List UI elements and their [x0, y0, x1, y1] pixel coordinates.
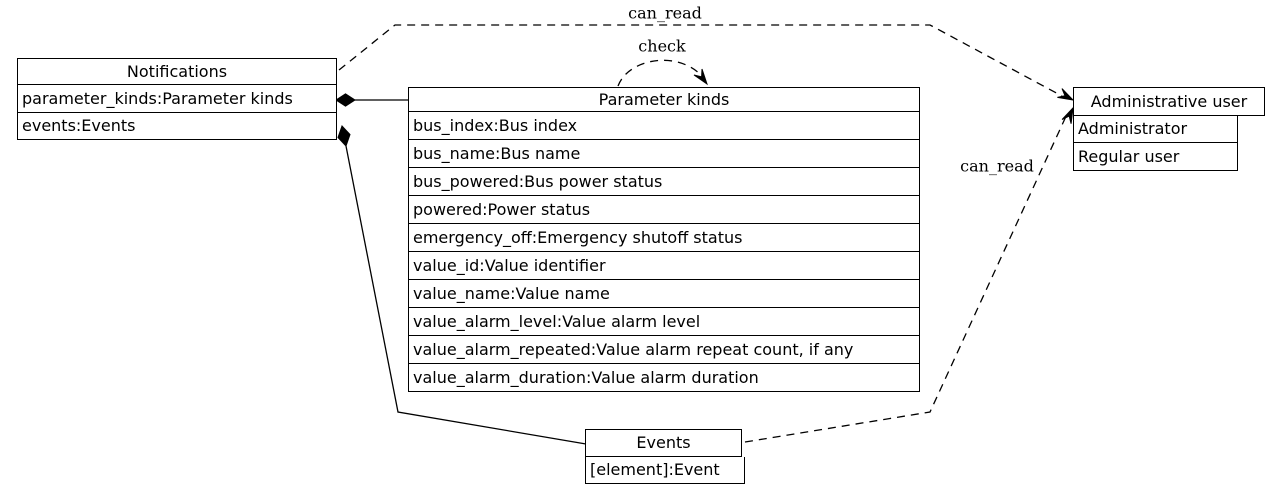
node-parameter-kinds: Parameter kinds bus_index:Bus index bus_…	[408, 87, 920, 392]
field-bus-name: bus_name:Bus name	[408, 140, 920, 168]
vee-arrowhead-check-icon	[693, 68, 708, 86]
node-administrative-user: Administrative user	[1073, 87, 1265, 116]
edge-label-check: check	[638, 36, 686, 56]
edge-can-read-bottom	[744, 111, 1069, 443]
node-notifications: Notifications parameter_kinds:Parameter …	[17, 58, 337, 140]
field-value-alarm-repeated: value_alarm_repeated:Value alarm repeat …	[408, 336, 920, 364]
field-bus-powered: bus_powered:Bus power status	[408, 168, 920, 196]
field-element: [element]:Event	[585, 457, 745, 484]
vee-arrowhead-can-read-top-icon	[1057, 88, 1075, 101]
row-administrator: Administrator	[1073, 116, 1238, 143]
node-events-title: Events	[585, 429, 742, 457]
edge-label-can-read-bottom: can_read	[960, 156, 1034, 176]
field-value-name: value_name:Value name	[408, 280, 920, 308]
node-parameter-kinds-title: Parameter kinds	[408, 87, 920, 112]
edge-events	[345, 145, 587, 445]
edge-check-self-loop	[617, 59, 702, 87]
vee-arrowhead-can-read-bottom-icon	[1061, 106, 1074, 124]
field-emergency-off: emergency_off:Emergency shutoff status	[408, 224, 920, 252]
node-administrative-user-rows: Administrator Regular user	[1073, 116, 1238, 171]
edge-can-read-top	[338, 24, 1063, 97]
aggregation-diamond-parameter-kinds-icon	[335, 93, 356, 107]
field-parameter-kinds: parameter_kinds:Parameter kinds	[17, 85, 337, 113]
node-administrative-user-title: Administrative user	[1073, 87, 1265, 116]
edge-label-can-read-top: can_read	[628, 3, 702, 23]
field-value-alarm-duration: value_alarm_duration:Value alarm duratio…	[408, 364, 920, 392]
field-powered: powered:Power status	[408, 196, 920, 224]
field-events: events:Events	[17, 113, 337, 140]
field-value-alarm-level: value_alarm_level:Value alarm level	[408, 308, 920, 336]
field-bus-index: bus_index:Bus index	[408, 112, 920, 140]
aggregation-diamond-events-icon	[337, 125, 351, 147]
node-events: Events	[585, 429, 742, 457]
node-events-rows: [element]:Event	[585, 457, 745, 484]
row-regular-user: Regular user	[1073, 143, 1238, 171]
node-notifications-title: Notifications	[17, 58, 337, 85]
field-value-id: value_id:Value identifier	[408, 252, 920, 280]
